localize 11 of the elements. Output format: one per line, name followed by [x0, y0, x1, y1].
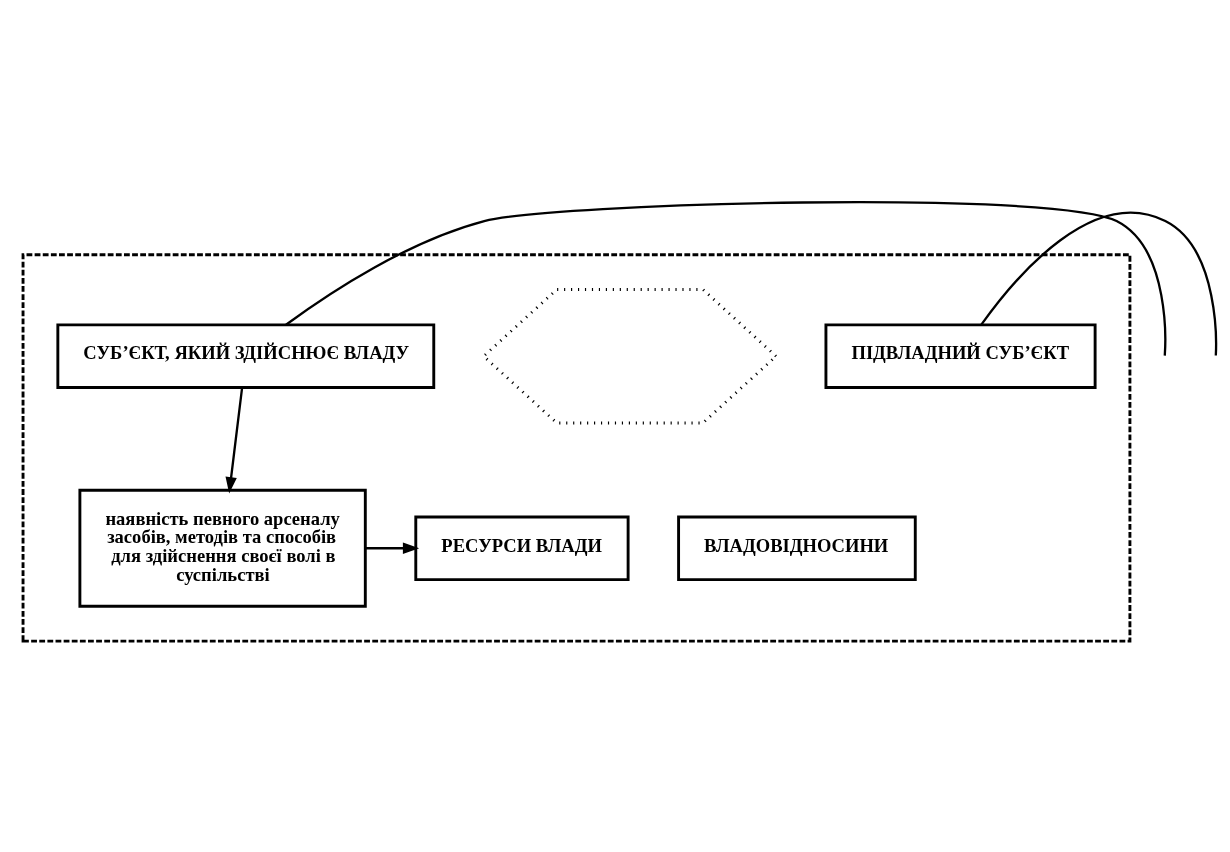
arrow: [365, 542, 420, 554]
node-box: СУБ’ЄКТ, ЯКИЙ ЗДІЙСНЮЄ ВЛАДУ: [56, 323, 436, 389]
node-box: наявність певного арсеналу засобів, методів та способів для здійснення своєї волі в суспільстві: [78, 488, 367, 608]
connector: [980, 211, 1218, 356]
arrow: [225, 387, 244, 494]
node-box: РЕСУРСИ ВЛАДИ: [414, 515, 630, 582]
cluster: [21, 253, 1132, 643]
node-hexagon: [481, 288, 779, 425]
node-box: ПІДВЛАДНИЙ СУБ’ЄКТ: [824, 323, 1097, 389]
connector: [285, 201, 1167, 356]
node-box: ВЛАДОВІДНОСИНИ: [677, 515, 917, 582]
